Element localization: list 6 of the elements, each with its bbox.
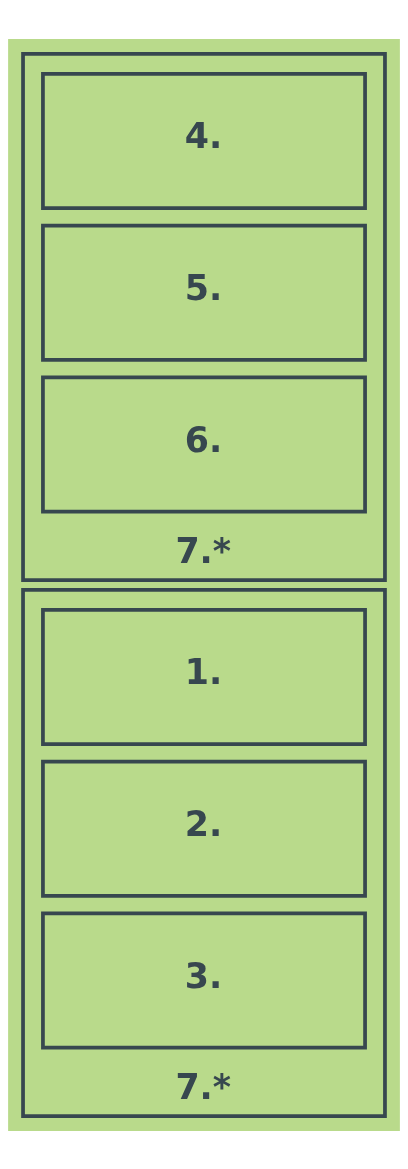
node-box: 6. bbox=[41, 374, 367, 513]
node-box: 1. bbox=[41, 607, 367, 746]
node-box: 4. bbox=[41, 71, 367, 210]
node-box: 2. bbox=[41, 759, 367, 898]
node-box: 3. bbox=[41, 911, 367, 1050]
node-box: 5. bbox=[41, 223, 367, 362]
